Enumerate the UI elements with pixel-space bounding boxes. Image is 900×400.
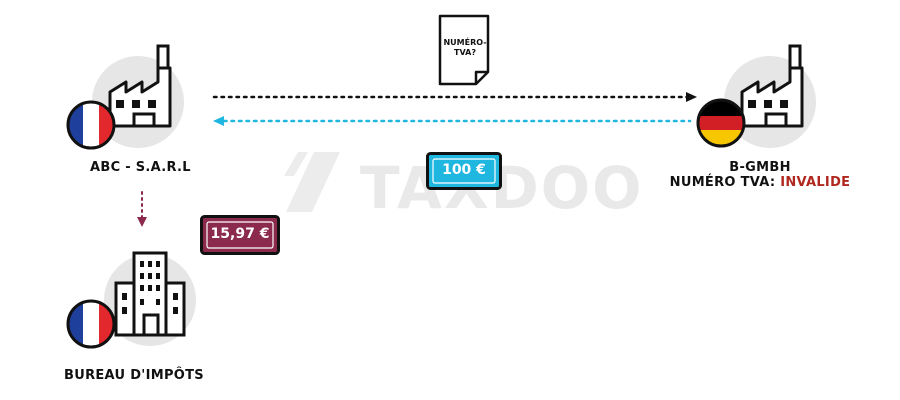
document-icon xyxy=(438,14,490,86)
vat-status: INVALIDE xyxy=(780,175,851,190)
doc-request-arrow xyxy=(212,92,697,102)
buyer-node xyxy=(692,40,832,150)
factory-icon xyxy=(724,44,816,148)
tax-office-node xyxy=(60,235,200,355)
tax-office-name: BUREAU D'IMPÔTS xyxy=(64,368,204,383)
buyer-name: B-GMBH xyxy=(729,160,791,175)
building-icon xyxy=(104,251,196,346)
banknote-icon xyxy=(200,215,280,255)
seller-node xyxy=(60,40,200,150)
document-line-2: TVA? xyxy=(454,48,476,57)
buyer-label: B-GMBH NUMÉRO TVA: INVALIDE xyxy=(660,160,860,190)
banknote-icon xyxy=(426,152,502,190)
tax-arrow xyxy=(137,191,147,227)
flag-france-icon xyxy=(66,299,116,349)
document-line-1: NUMÉRO- xyxy=(443,38,487,47)
flag-germany-icon xyxy=(696,98,746,148)
buyer-vat-line: NUMÉRO TVA: INVALIDE xyxy=(660,175,860,190)
tax-note: 15,97 € xyxy=(200,215,280,255)
tax-amount: 15,97 € xyxy=(210,226,270,242)
payment-amount-100: 100 € xyxy=(442,162,486,178)
payment-arrow xyxy=(213,116,692,126)
seller-name: ABC - S.A.R.L xyxy=(90,160,191,175)
payment-note-100: 100 € xyxy=(426,152,502,190)
flag-france-icon xyxy=(66,100,116,150)
vat-label: NUMÉRO TVA: xyxy=(669,175,776,190)
watermark-logo-icon xyxy=(284,152,340,212)
document-text: NUMÉRO- TVA? xyxy=(438,38,492,58)
vat-document: NUMÉRO- TVA? xyxy=(438,14,492,86)
